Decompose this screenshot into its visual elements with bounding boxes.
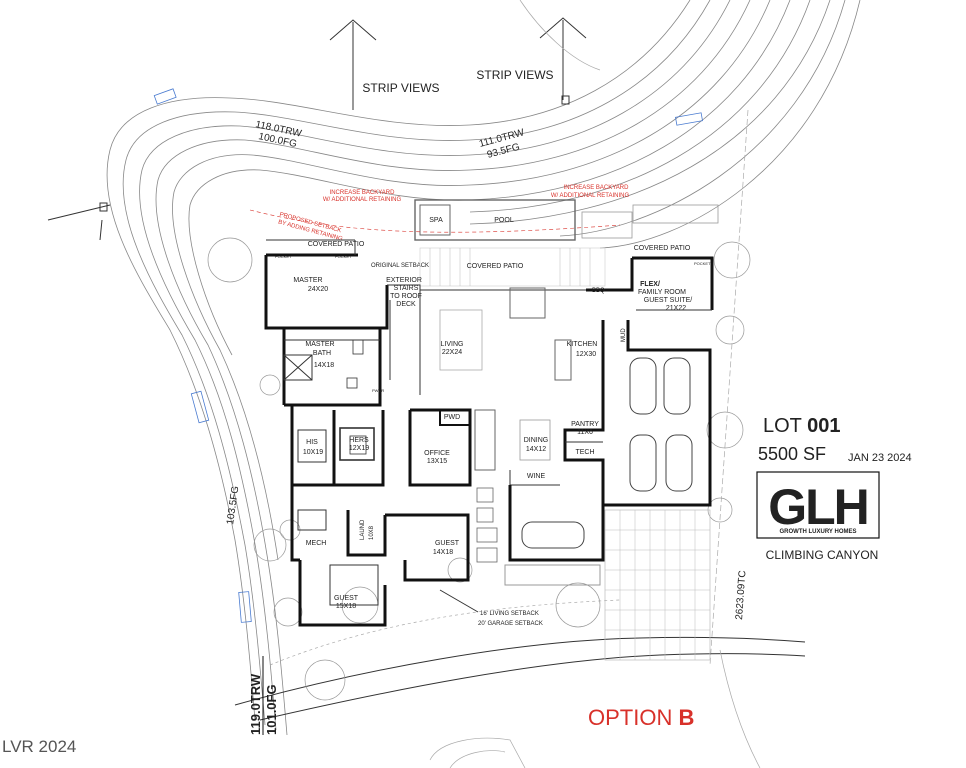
label-kitchen-size: 12X30 (576, 351, 596, 358)
label-guest-2-size: 15X18 (336, 603, 356, 610)
driveway-paving (604, 509, 711, 661)
strip-views-left: STRIP VIEWS (362, 81, 439, 95)
note-living-setback: 16' LIVING SETBACK (480, 611, 539, 617)
label-covered-patio-center: COVERED PATIO (467, 263, 524, 270)
marker-blue-2 (675, 112, 703, 126)
note-increase-right-1: INCREASE BACKYARD (564, 185, 630, 191)
label-pocket-3: POCKET (694, 261, 711, 266)
label-tech: TECH (575, 449, 594, 456)
label-office-size: 13X15 (427, 458, 447, 465)
grade-bottom-left-fg: 101.0FG (264, 684, 279, 735)
lot-sf: 5500 SF (758, 444, 826, 464)
grade-right-tc: 2623.09TC (734, 570, 748, 620)
label-flex-3: GUEST SUITE/ (644, 297, 693, 304)
label-wine: WINE (527, 473, 546, 480)
label-living-size: 22X24 (442, 349, 462, 356)
covered-patio-area (419, 247, 606, 287)
label-guest-1-size: 14X18 (433, 549, 453, 556)
glh-logo: GLH GROWTH LUXURY HOMES (756, 471, 880, 539)
logo-tagline: GROWTH LUXURY HOMES (779, 529, 856, 535)
note-increase-right-2: W/ ADDITIONAL RETAINING (551, 193, 630, 199)
label-spa: SPA (429, 217, 443, 224)
pool-deck (414, 199, 719, 241)
label-mud: MUD (621, 328, 627, 342)
label-dining: DINING (524, 437, 549, 444)
option-label: OPTION B (588, 705, 694, 730)
label-bbq: BBQ (592, 288, 605, 294)
label-his: HIS (306, 439, 318, 446)
house-walls (264, 239, 714, 627)
lot-date: JAN 23 2024 (848, 452, 912, 464)
label-master-bath-3: 14X18 (314, 362, 334, 369)
label-covered-patio-left: COVERED PATIO (308, 241, 365, 248)
view-arrow-left (329, 19, 377, 110)
label-dining-size: 14X12 (526, 446, 546, 453)
contour-lines (106, 0, 861, 736)
label-pool: POOL (494, 217, 514, 224)
grade-bottom-left-rw: 119.0TRW (248, 673, 263, 735)
garage-vehicles (521, 357, 693, 549)
marker-blue-3 (190, 390, 210, 424)
label-guest-1: GUEST (435, 540, 460, 547)
note-garage-setback: 20' GARAGE SETBACK (478, 621, 543, 627)
label-exterior-stairs-4: DECK (396, 301, 416, 308)
lot-title: LOT 001 (763, 415, 840, 437)
label-flex-4: 21X22 (666, 305, 686, 312)
mls-watermark: LVR 2024 (2, 737, 76, 756)
marker-blue-4 (238, 591, 252, 623)
property-lines (47, 88, 806, 768)
label-pantry: PANTRY (571, 421, 599, 428)
proposed-setback-line (249, 209, 621, 233)
label-master-bath-2: BATH (313, 350, 331, 357)
strip-views-right: STRIP VIEWS (476, 68, 553, 82)
label-exterior-stairs-3: TO ROOF (390, 293, 422, 300)
label-master-size: 24X20 (308, 286, 328, 293)
survey-marker-left (99, 202, 108, 212)
label-guest-2: GUEST (334, 595, 359, 602)
label-hers-size: 12X19 (349, 445, 369, 452)
note-original-setback: ORIGINAL SETBACK (371, 263, 429, 269)
label-master: MASTER (293, 277, 322, 284)
label-exterior-stairs-2: STAIRS (394, 285, 419, 292)
label-mech: MECH (306, 540, 327, 547)
label-pantry-size: 11X6 (577, 429, 593, 436)
label-laund-size: 10X8 (369, 525, 375, 540)
label-pwdr-small: PWDR (372, 388, 384, 393)
label-hers: HERS (349, 437, 369, 444)
marker-blue-1 (153, 88, 177, 105)
label-master-bath-1: MASTER (305, 341, 334, 348)
label-exterior-stairs-1: EXTERIOR (386, 277, 422, 284)
community-name: CLIMBING CANYON (766, 548, 879, 562)
label-covered-patio-right: COVERED PATIO (634, 245, 691, 252)
note-increase-left-1: INCREASE BACKYARD (330, 190, 396, 196)
grade-left-side: 103.5FG (225, 485, 241, 525)
label-pwd: PWD (444, 414, 460, 421)
label-flex-1: FLEX/ (640, 281, 660, 288)
view-arrow-right (539, 17, 587, 100)
label-laund: LAUND (360, 519, 366, 540)
label-his-size: 10X19 (303, 449, 323, 456)
label-kitchen: KITCHEN (567, 341, 598, 348)
label-flex-2: FAMILY ROOM (638, 289, 686, 296)
logo-letters: GLH (768, 479, 868, 535)
survey-marker-top (561, 95, 570, 105)
landscape-trees (207, 237, 751, 701)
label-living: LIVING (441, 341, 464, 348)
label-office: OFFICE (424, 450, 450, 457)
note-increase-left-2: W/ ADDITIONAL RETAINING (323, 197, 402, 203)
